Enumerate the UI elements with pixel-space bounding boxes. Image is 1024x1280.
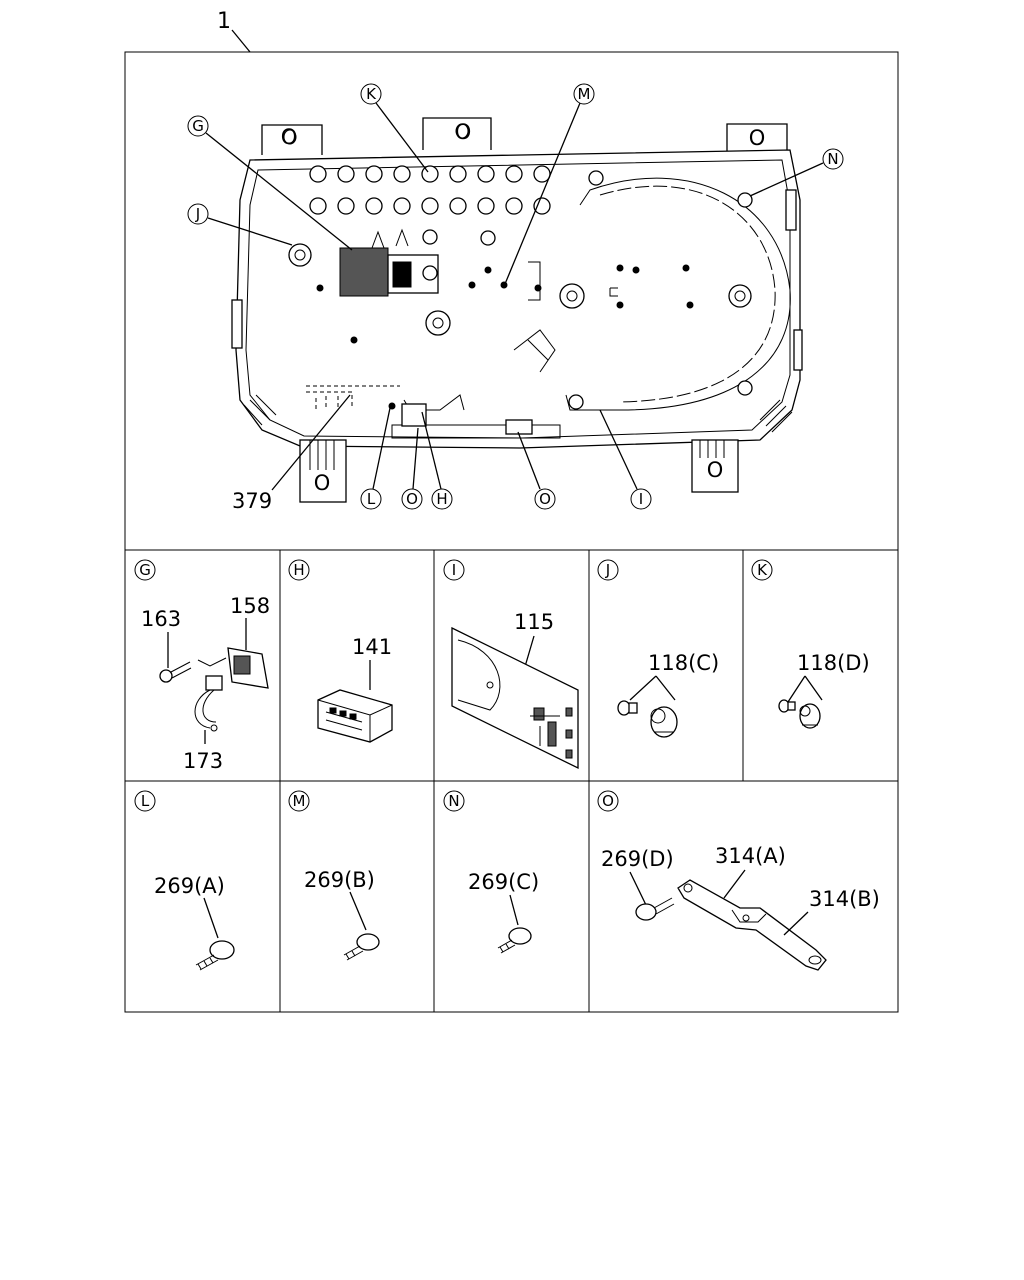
part-269a: 269(A) [154,874,225,898]
label-n: N [827,150,838,168]
screw-icon [195,940,235,971]
label-m: M [578,85,591,103]
callout-1: 1 [217,9,231,34]
panel-h: H 141 [288,559,393,743]
label-379: 379 [232,489,272,513]
panel-k: K 118(D) [751,559,870,729]
bulb-icon [617,700,678,738]
tab-label-3: O [749,126,766,150]
panel-l: L 269(A) [134,790,235,971]
panel-g: G 163 158 173 [134,559,270,773]
panel-k-letter: K [757,561,768,579]
label-k: K [366,85,377,103]
tab-label-2: O [455,120,472,144]
ground-strap-icon [677,879,827,971]
part-158: 158 [230,594,270,618]
label-o-left: O [406,490,418,508]
tab-label-5: O [707,458,724,482]
panel-j: J 118(C) [597,559,719,738]
tab-label-4: O [314,471,331,495]
top-tabs [261,117,788,155]
main-callout: 1 [217,9,251,53]
panel-o-letter: O [602,792,614,810]
diagram-frame [124,51,899,1013]
label-h: H [436,490,447,508]
connector-icon [317,689,393,743]
screw-icon [497,927,532,954]
meter-cluster-drawing [231,117,803,503]
panel-n-letter: N [448,792,459,810]
part-173: 173 [183,749,223,773]
part-314b: 314(B) [809,887,880,911]
panel-i-letter: I [452,561,456,579]
panel-m-letter: M [293,792,306,810]
panel-n: N 269(C) [443,790,539,954]
panel-h-letter: H [293,561,304,579]
screw-icon [635,897,675,921]
part-314a: 314(A) [715,844,786,868]
part-269c: 269(C) [468,870,539,894]
panel-o: O 269(D) 314(A) 314(B) [597,790,880,971]
part-269d: 269(D) [601,847,674,871]
bulb-icon [778,699,821,729]
panel-l-letter: L [141,792,150,810]
label-l: L [367,490,376,508]
screw-icon [343,933,380,961]
label-j: J [195,205,200,223]
label-o-right: O [539,490,551,508]
part-269b: 269(B) [304,868,375,892]
screw-icon [159,661,192,683]
part-141: 141 [352,635,392,659]
panel-m: M 269(B) [288,790,380,961]
panel-j-letter: J [605,561,610,579]
circuit-board-icon [451,626,579,770]
panel-i: I 115 [443,559,579,770]
bulb-socket-rows [309,165,551,246]
part-118d: 118(D) [797,651,870,675]
label-g: G [192,117,204,135]
small-screws [316,264,694,410]
label-i: I [639,490,643,508]
part-115: 115 [514,610,554,634]
part-118c: 118(C) [648,651,719,675]
tab-label-1: O [281,125,298,149]
panel-g-letter: G [139,561,151,579]
main-labels: K M G J N 379 L O H O [187,83,844,513]
part-163: 163 [141,607,181,631]
